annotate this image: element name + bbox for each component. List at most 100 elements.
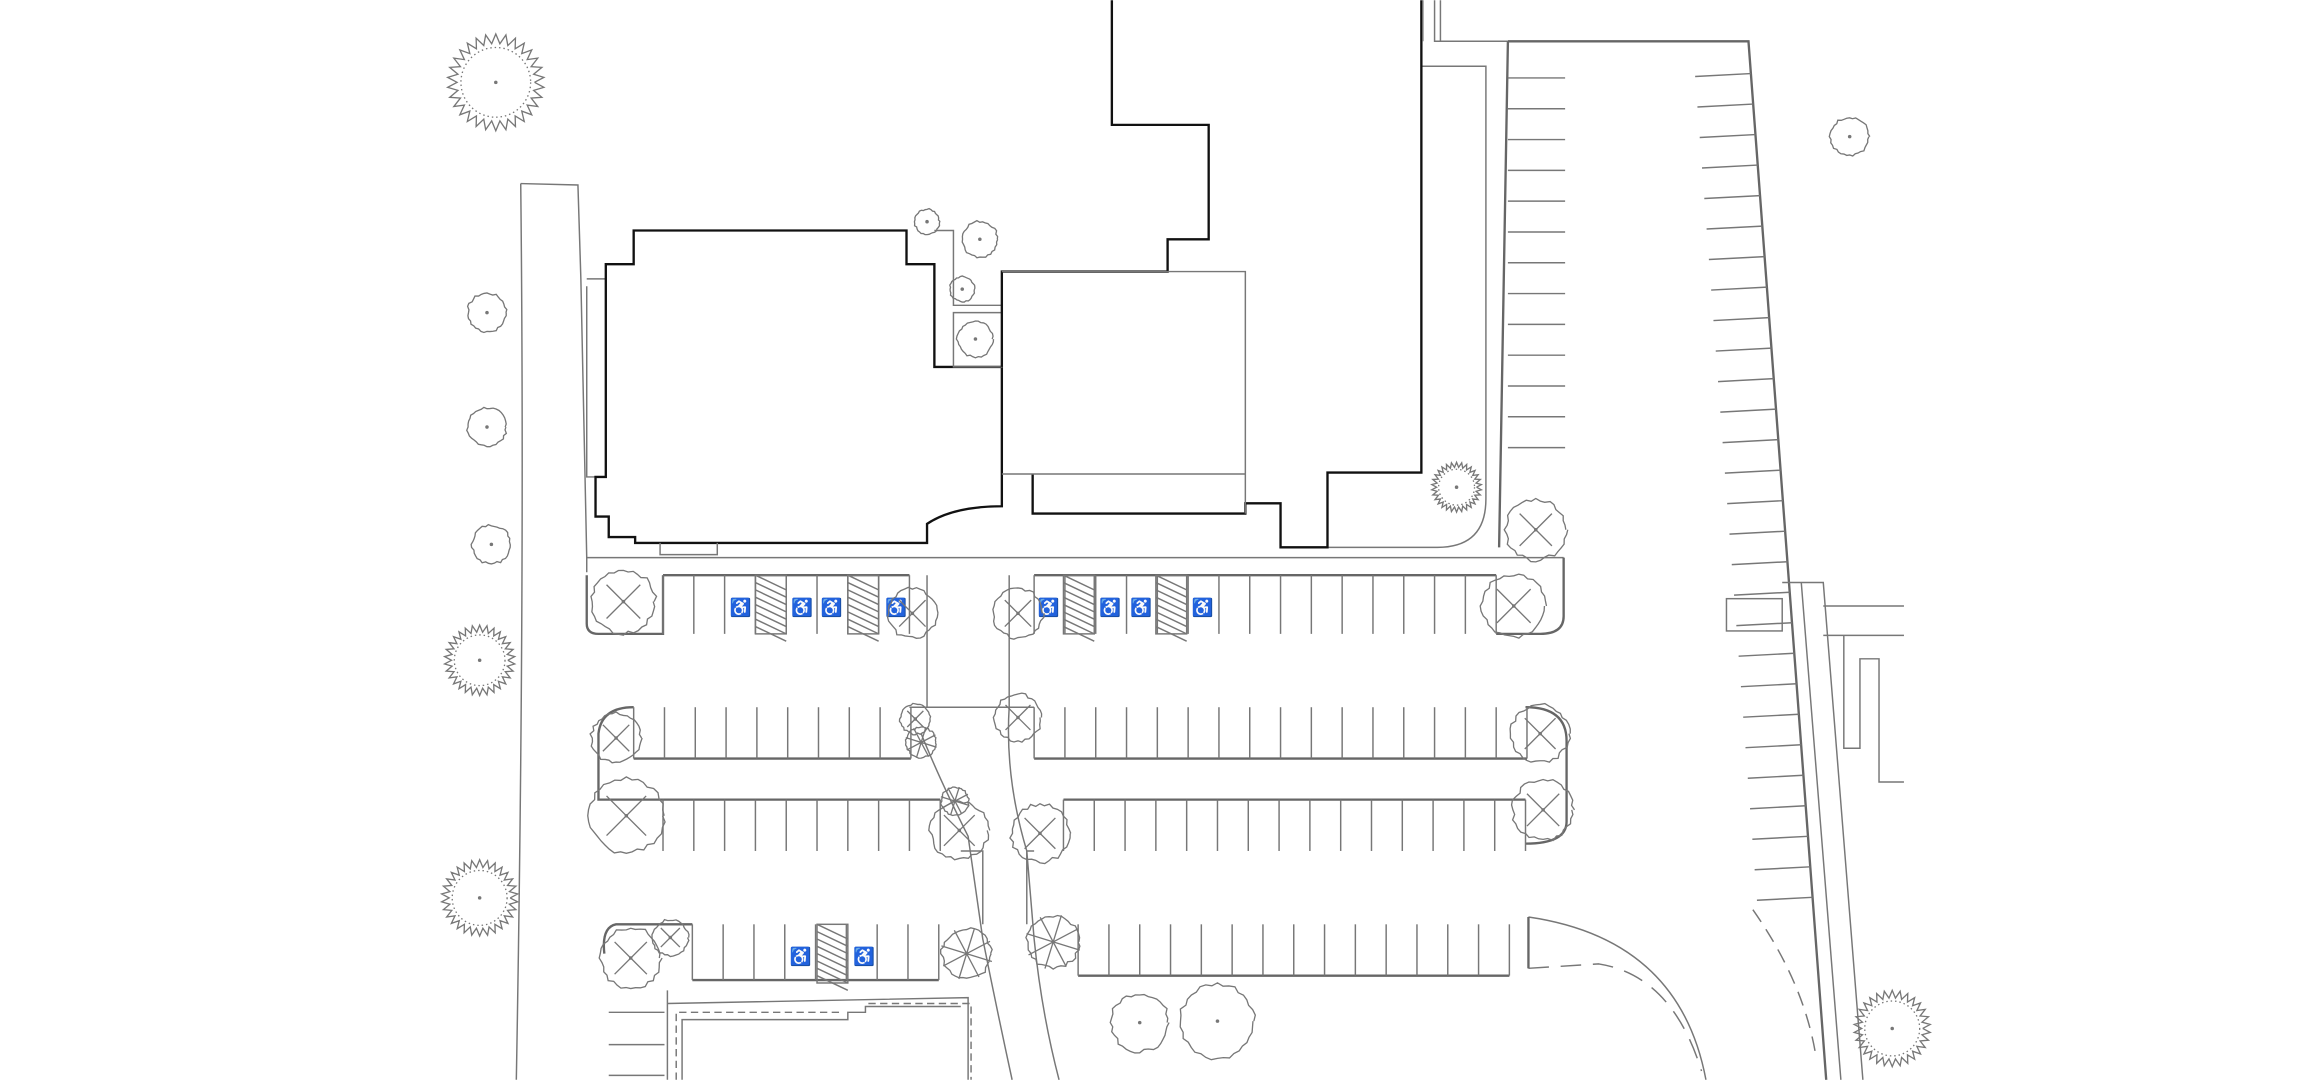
tree-center <box>1038 831 1042 836</box>
tree-center <box>477 896 482 900</box>
tree-center <box>668 935 673 940</box>
hatch-line <box>1063 603 1095 620</box>
north-stairs <box>1422 0 1442 42</box>
tree-center <box>1137 1020 1142 1025</box>
hatch-line <box>1063 618 1095 635</box>
tree-center <box>621 599 626 604</box>
tree-center <box>485 310 489 315</box>
tree-icon <box>1479 573 1548 639</box>
accessible-parking-icon: ♿ <box>730 597 752 617</box>
tree-center <box>1538 731 1542 736</box>
stall-line <box>1740 683 1797 688</box>
south-building-dashed <box>675 1002 972 1080</box>
building-north <box>1000 0 1423 549</box>
hatch-line <box>1063 596 1095 613</box>
stall-line <box>1722 438 1779 444</box>
stall-line <box>1717 377 1774 383</box>
stall-line <box>1699 133 1756 139</box>
stall-line <box>1724 469 1781 474</box>
trees <box>439 32 1932 1069</box>
tree-center <box>964 951 969 956</box>
tree-icon <box>949 275 976 303</box>
tree-center <box>1215 1019 1220 1023</box>
hatch-line <box>1155 596 1187 613</box>
hatch-line <box>847 603 879 620</box>
stall-line <box>1752 835 1809 840</box>
tree-center <box>1016 715 1020 720</box>
hatch-line <box>755 596 787 613</box>
tree-center <box>910 611 915 616</box>
tree-center <box>1534 527 1538 532</box>
hatch-line <box>755 618 787 635</box>
tree-icon <box>589 711 643 764</box>
hatch-line <box>755 589 787 606</box>
stall-line <box>1701 164 1758 169</box>
hatch-line <box>847 589 879 606</box>
hatch-line <box>755 603 787 620</box>
tree-center <box>489 542 494 547</box>
accessible-parking-icon: ♿ <box>791 597 813 617</box>
stall-line <box>1695 72 1751 78</box>
stall-line <box>1734 591 1790 596</box>
hatch-line <box>755 581 787 598</box>
building-west <box>594 229 1004 545</box>
hatch-line <box>1155 589 1187 606</box>
west-road-edge <box>515 183 523 1080</box>
tree-center <box>477 658 482 663</box>
tree-icon <box>1025 914 1081 970</box>
hatch-line <box>816 945 849 962</box>
tree-icon <box>442 623 517 698</box>
tree-center <box>978 237 982 242</box>
stall-line <box>1713 316 1770 322</box>
hatch-line <box>847 625 879 642</box>
hatch-line <box>1155 625 1187 642</box>
tree-icon <box>1503 497 1569 563</box>
tree-canopy <box>1864 1000 1921 1057</box>
south-dashed-lane <box>1528 963 1703 1072</box>
tree-icon <box>439 858 520 938</box>
building-sidewalk <box>586 278 1564 559</box>
accessible-parking-icon: ♿ <box>1099 597 1121 617</box>
accessible-aisle <box>1725 597 1783 632</box>
island-end <box>585 557 1565 636</box>
hatch-line <box>755 574 787 591</box>
east-dashed-lane <box>1752 909 1817 1057</box>
accessible-parking-icon: ♿ <box>1038 597 1060 617</box>
tree-icon <box>470 523 511 565</box>
tree-center <box>624 814 629 818</box>
tree-icon <box>940 927 993 979</box>
hatch-line <box>1063 625 1095 642</box>
roads <box>515 0 1904 1080</box>
tree-icon <box>1179 982 1257 1061</box>
accessible-parking-icon: ♿ <box>1192 597 1214 617</box>
tree-icon <box>466 406 508 448</box>
stall-line <box>1736 621 1793 627</box>
stall-line <box>1729 530 1786 535</box>
tree-center <box>913 717 918 721</box>
island-end <box>602 916 1530 969</box>
hatch-line <box>1155 581 1187 598</box>
stall-line <box>1738 652 1795 657</box>
building-north-annex <box>1001 270 1247 514</box>
tree-canopy <box>451 869 508 927</box>
tree-icon <box>1852 988 1932 1069</box>
south-building <box>667 996 969 1080</box>
accessible-parking-icon: ♿ <box>1130 597 1152 617</box>
hatch-line <box>816 930 849 947</box>
hatch-line <box>1155 574 1187 591</box>
tree-canopy <box>453 634 506 687</box>
tree-icon <box>651 918 690 958</box>
tree-icon <box>1828 117 1871 157</box>
tree-icon <box>928 799 991 861</box>
stall-line <box>1711 286 1767 291</box>
hatch-line <box>816 923 849 940</box>
hatch-line <box>847 611 879 628</box>
hatch-line <box>816 938 849 955</box>
tree-icon <box>598 927 663 990</box>
hatch-line <box>847 574 879 591</box>
tree-center <box>1541 808 1545 812</box>
tree-icon <box>590 569 658 636</box>
hatch-line <box>847 596 879 613</box>
tree-center <box>919 740 923 745</box>
